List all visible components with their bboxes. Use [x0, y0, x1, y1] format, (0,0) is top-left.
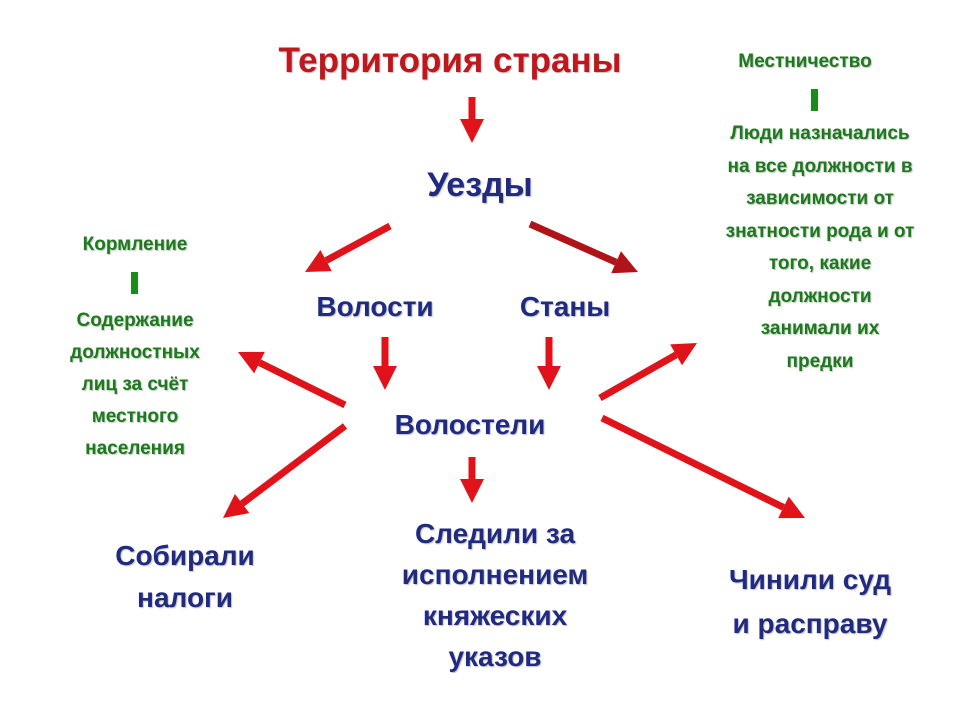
- definition-kormlenie: Содержание должностных лиц за счёт местн…: [70, 310, 200, 459]
- arrow-volosteli-to-sobirali: [223, 423, 348, 518]
- node-volosteli: Волостели: [394, 409, 546, 440]
- equals-bar-left: [131, 272, 138, 294]
- term-mestnichestvo: Местничество: [738, 51, 872, 72]
- arrow-volosti-to-volosteli: [373, 337, 397, 390]
- node-uezdy: Уезды: [427, 166, 533, 204]
- definition-mestnichestvo: Люди назначались на все должности в зави…: [725, 123, 915, 372]
- equals-bar-right: [811, 89, 818, 111]
- arrow-uezdy-to-volosti: [305, 222, 392, 272]
- node-court-justice: Чинили суд и расправу: [728, 564, 891, 639]
- node-monitored-decrees: Следили за исполнением княжеских указов: [401, 518, 589, 672]
- node-stany: Станы: [519, 291, 611, 322]
- arrow-uezdy-to-stany: [528, 220, 638, 274]
- title-territory: Территория страны: [278, 41, 622, 80]
- arrow-title-to-uezdy: [460, 97, 484, 143]
- arrow-volosteli-to-mestnichestvo: [598, 343, 697, 402]
- node-volosti: Волости: [316, 291, 434, 322]
- arrow-stany-to-volosteli: [537, 337, 561, 390]
- arrow-volosteli-to-chinili: [600, 414, 805, 519]
- arrow-volosteli-to-sledili: [460, 457, 484, 503]
- arrow-volosteli-to-kormlenie: [238, 351, 347, 409]
- term-kormlenie: Кормление: [82, 234, 188, 255]
- node-collected-taxes: Собирали налоги: [115, 540, 255, 613]
